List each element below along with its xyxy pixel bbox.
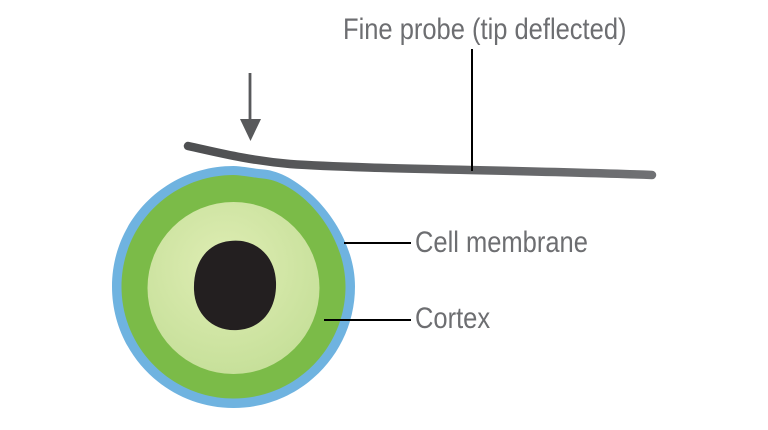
cell: [112, 166, 355, 408]
probe-shape: [183, 141, 657, 180]
cell-membrane-label: Cell membrane: [415, 226, 588, 259]
down-arrow-icon: [240, 73, 261, 141]
nucleus-shape: [193, 240, 277, 331]
cortex-label: Cortex: [415, 302, 491, 335]
down-arrow-head: [240, 119, 261, 141]
probe-label: Fine probe (tip deflected): [343, 13, 627, 46]
